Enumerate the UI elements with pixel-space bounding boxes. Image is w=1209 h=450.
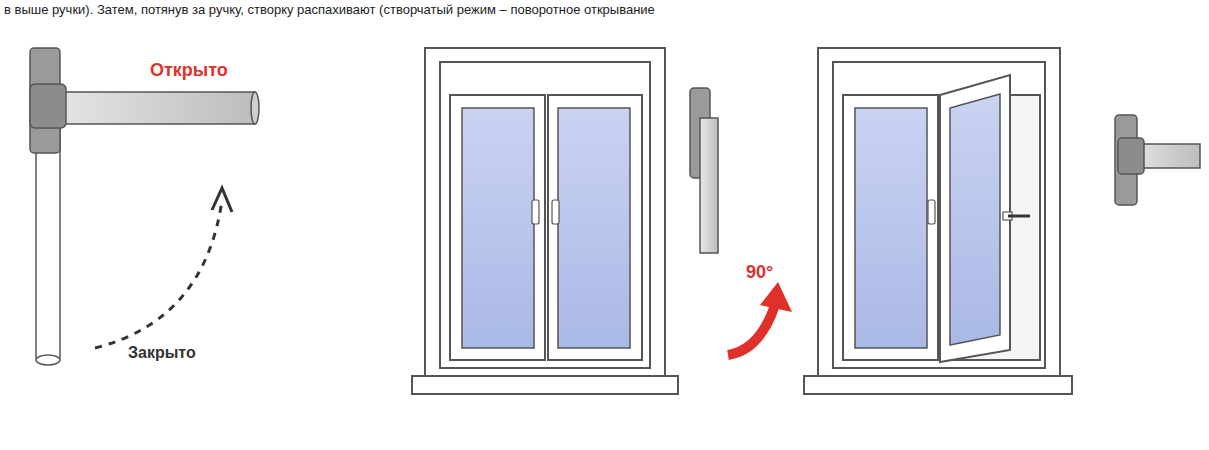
window-open	[804, 48, 1072, 394]
intro-text: в выше ручки). Затем, потянув за ручку, …	[4, 2, 655, 17]
state-label: Открыто	[150, 60, 228, 81]
arrow-head	[212, 188, 232, 212]
turn-arrow-head	[760, 282, 792, 312]
state-label: Закрыто	[128, 344, 196, 362]
handle-closed-icon	[690, 88, 718, 253]
rotation-arrow	[95, 200, 222, 348]
handle-open-icon	[1115, 115, 1200, 205]
angle-label: 90°	[746, 262, 773, 283]
handle-positions	[30, 48, 259, 365]
turn-arrow	[728, 305, 775, 355]
window-closed	[412, 48, 678, 394]
